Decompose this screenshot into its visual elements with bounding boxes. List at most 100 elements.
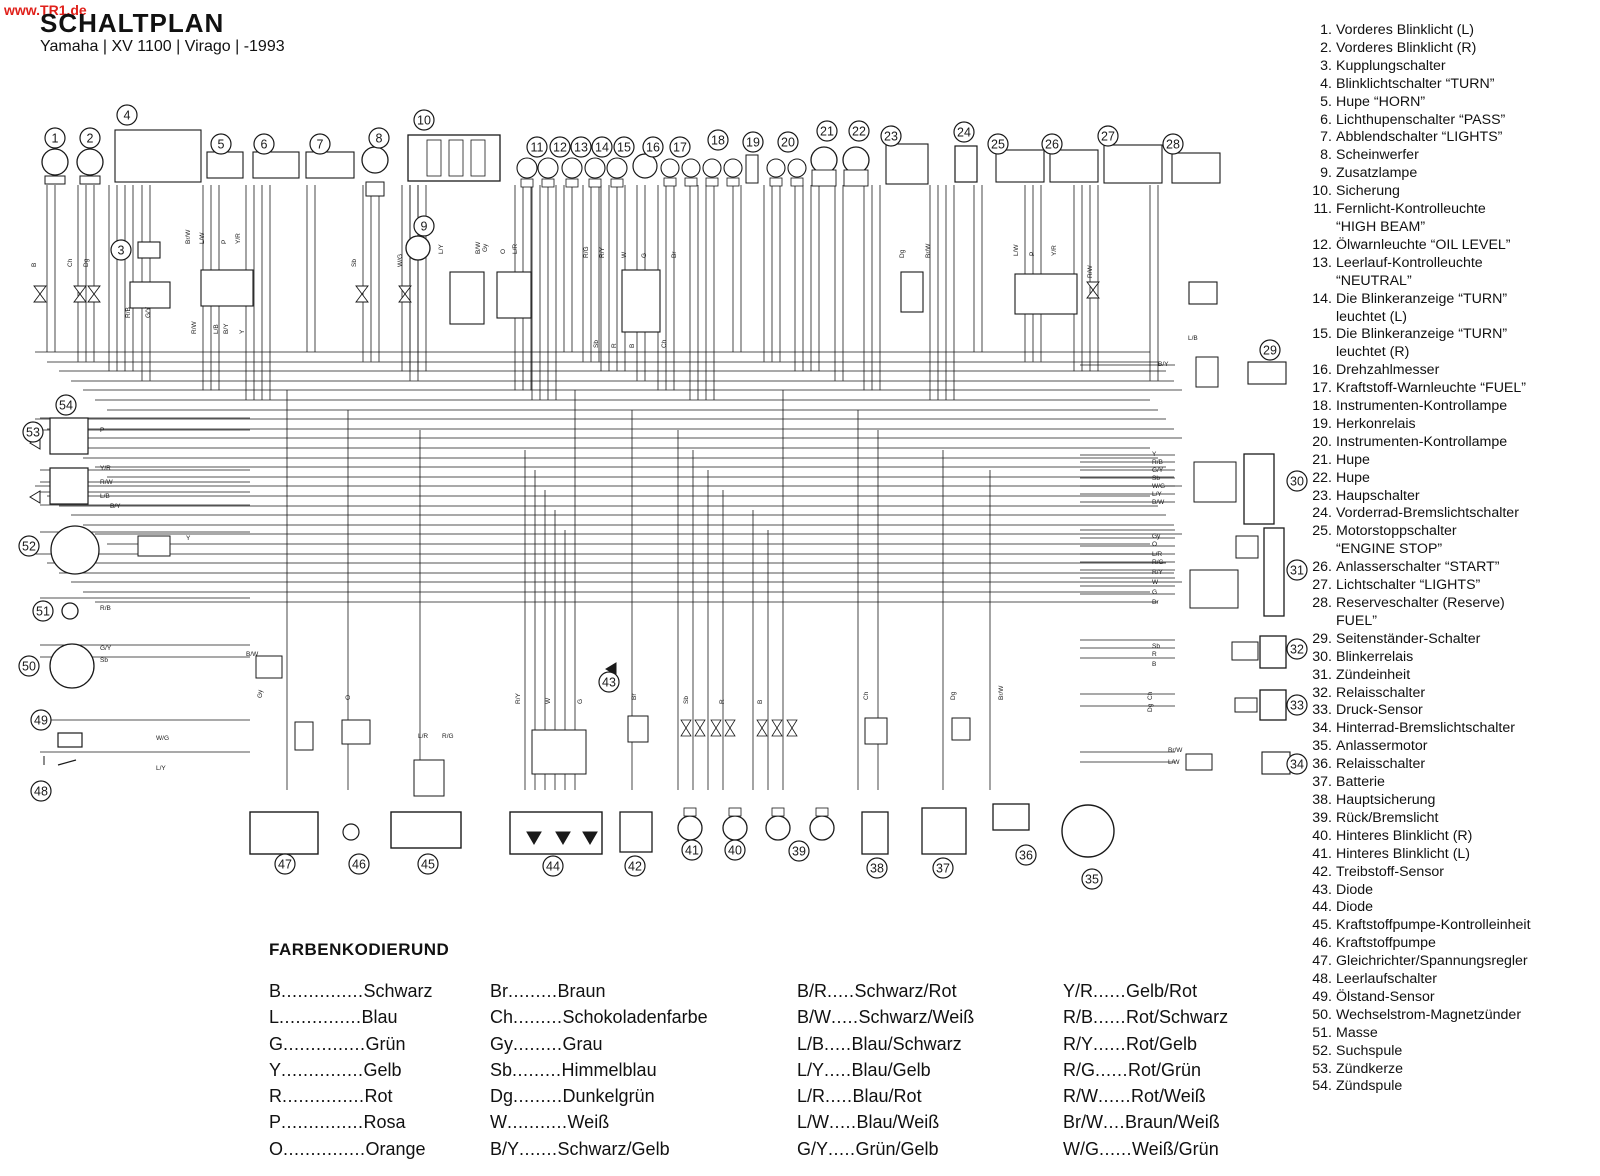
parts-list-number: 18. xyxy=(1312,398,1332,415)
parts-list-number: 28. xyxy=(1312,595,1332,611)
parts-list-number: 36. xyxy=(1312,756,1332,773)
parts-list-item: 51.Masse xyxy=(1298,1025,1531,1043)
wire-label: Sb xyxy=(1152,475,1160,482)
connector-block xyxy=(294,721,314,751)
wire-label: R/B xyxy=(100,605,111,612)
callout-circle xyxy=(30,780,52,802)
callout-circle xyxy=(932,857,954,879)
color-name: Rot/Weiß xyxy=(1131,1086,1206,1107)
parts-list-number: 13. xyxy=(1312,254,1332,271)
wire-label: Gy xyxy=(482,243,489,252)
parts-list-item: 1.Vorderes Blinklicht (L) xyxy=(1298,22,1531,40)
parts-list-number: 35. xyxy=(1312,738,1332,755)
callout-number: 53 xyxy=(26,426,40,440)
color-legend-entry: B...............Schwarz xyxy=(269,978,433,1004)
wire-label: R/G xyxy=(1152,559,1164,566)
parts-list-label: Zündeinheit xyxy=(1336,666,1411,683)
connector-block xyxy=(1234,697,1258,713)
parts-list-label: Instrumenten-Kontrollampe xyxy=(1336,433,1508,450)
parts-list-number: 54. xyxy=(1312,1078,1332,1095)
rectifier-regulator xyxy=(249,811,319,855)
callout-circle xyxy=(570,136,592,158)
callout-number: 51 xyxy=(36,605,50,619)
parts-list-item: 7.Abblendschalter “LIGHTS” xyxy=(1298,129,1531,147)
callout-number: 50 xyxy=(22,660,36,674)
callout-circle xyxy=(1162,133,1184,155)
leader-dots: ......... xyxy=(513,1086,563,1107)
color-code: Br xyxy=(490,981,508,1001)
bullet-connector xyxy=(756,727,768,737)
callout-number: 16 xyxy=(646,141,660,155)
callout-circle xyxy=(274,853,296,875)
wire-label: Y xyxy=(1152,451,1157,458)
wire-label: L/W xyxy=(1013,244,1020,256)
lamp-socket xyxy=(771,807,785,817)
rear-lamp-bulb xyxy=(677,815,703,841)
color-legend-entry: L/B.....Blau/Schwarz xyxy=(797,1031,974,1057)
parts-list-label: Gleichrichter/Spannungsregler xyxy=(1336,953,1528,970)
parts-list-item: 16.Drehzahlmesser xyxy=(1298,362,1531,380)
callout-circle xyxy=(848,120,870,142)
indicator-lamp xyxy=(723,158,743,178)
callout-circle xyxy=(18,655,40,677)
color-legend-entry: W/G......Weiß/Grün xyxy=(1063,1136,1228,1162)
connector-block xyxy=(864,717,888,745)
wire-label: Dg xyxy=(899,249,906,258)
parts-list-label: “HIGH BEAM” xyxy=(1336,218,1426,235)
switch-block xyxy=(252,151,300,179)
parts-list-item: 46.Kraftstoffpumpe xyxy=(1298,935,1531,953)
callout-number: 9 xyxy=(421,220,428,234)
callout-circle xyxy=(816,120,838,142)
wire-label: Br/W xyxy=(1168,747,1183,754)
wire-label: L/B xyxy=(213,324,220,334)
page-subtitle: Yamaha | XV 1100 | Virago | -1993 xyxy=(40,38,285,55)
connector-block xyxy=(1189,569,1239,609)
callout-number: 25 xyxy=(991,138,1005,152)
wire-label: Y xyxy=(186,535,191,542)
bullet-connector xyxy=(680,719,692,729)
callout-number: 12 xyxy=(553,141,567,155)
bullet-connector xyxy=(724,719,736,729)
wire-label: Ch xyxy=(1147,691,1154,700)
parts-list-label: Kraftstoffpumpe xyxy=(1336,935,1436,952)
parts-list-item: 30.Blinkerrelais xyxy=(1298,649,1531,667)
parts-list-item: 8.Scheinwerfer xyxy=(1298,147,1531,165)
parts-list-item: 43.Diode xyxy=(1298,882,1531,900)
parts-list-item: 48.Leerlaufschalter xyxy=(1298,971,1531,989)
wire-label: Y/R xyxy=(235,233,242,244)
parts-list-number: 21. xyxy=(1312,451,1332,468)
callout-circle xyxy=(724,839,746,861)
bullet-connector xyxy=(355,293,369,303)
wire-label: Dg xyxy=(950,691,957,700)
sidestand-switch xyxy=(1247,361,1287,385)
wire-label: R/Y xyxy=(515,693,522,705)
color-code: R/G xyxy=(1063,1059,1096,1080)
parts-list-label: Hupe xyxy=(1336,469,1370,486)
parts-list-label: Blinkerrelais xyxy=(1336,648,1414,665)
fuse xyxy=(448,139,464,177)
parts-list-label: Relaisschalter xyxy=(1336,684,1426,701)
parts-list-number: 38. xyxy=(1312,791,1332,808)
lamp-bulb xyxy=(76,148,104,176)
horn xyxy=(842,146,870,174)
wire-label: Y/R xyxy=(100,465,111,472)
parts-list-label: Scheinwerfer xyxy=(1336,147,1419,164)
parts-list-number: 7. xyxy=(1320,129,1332,146)
callout-circle xyxy=(55,394,77,416)
bullet-connector xyxy=(786,727,798,737)
parts-list-number: 40. xyxy=(1312,827,1332,844)
parts-list-number: 30. xyxy=(1312,648,1332,665)
wire-label: L/Y xyxy=(1152,491,1162,498)
parts-list-number: 46. xyxy=(1312,935,1332,952)
parts-list-label: Diode xyxy=(1336,881,1374,898)
parts-list-label: Ölstand-Sensor xyxy=(1336,988,1435,1005)
main-fuse xyxy=(861,811,889,855)
callout-number: 1 xyxy=(52,132,59,146)
callout-circle xyxy=(880,125,902,147)
wire-label: Gy xyxy=(257,689,264,698)
bullet-connector xyxy=(87,285,101,295)
wire-label: L/B xyxy=(1188,335,1198,342)
bullet-connector xyxy=(756,719,768,729)
callout-circle xyxy=(1286,470,1308,492)
